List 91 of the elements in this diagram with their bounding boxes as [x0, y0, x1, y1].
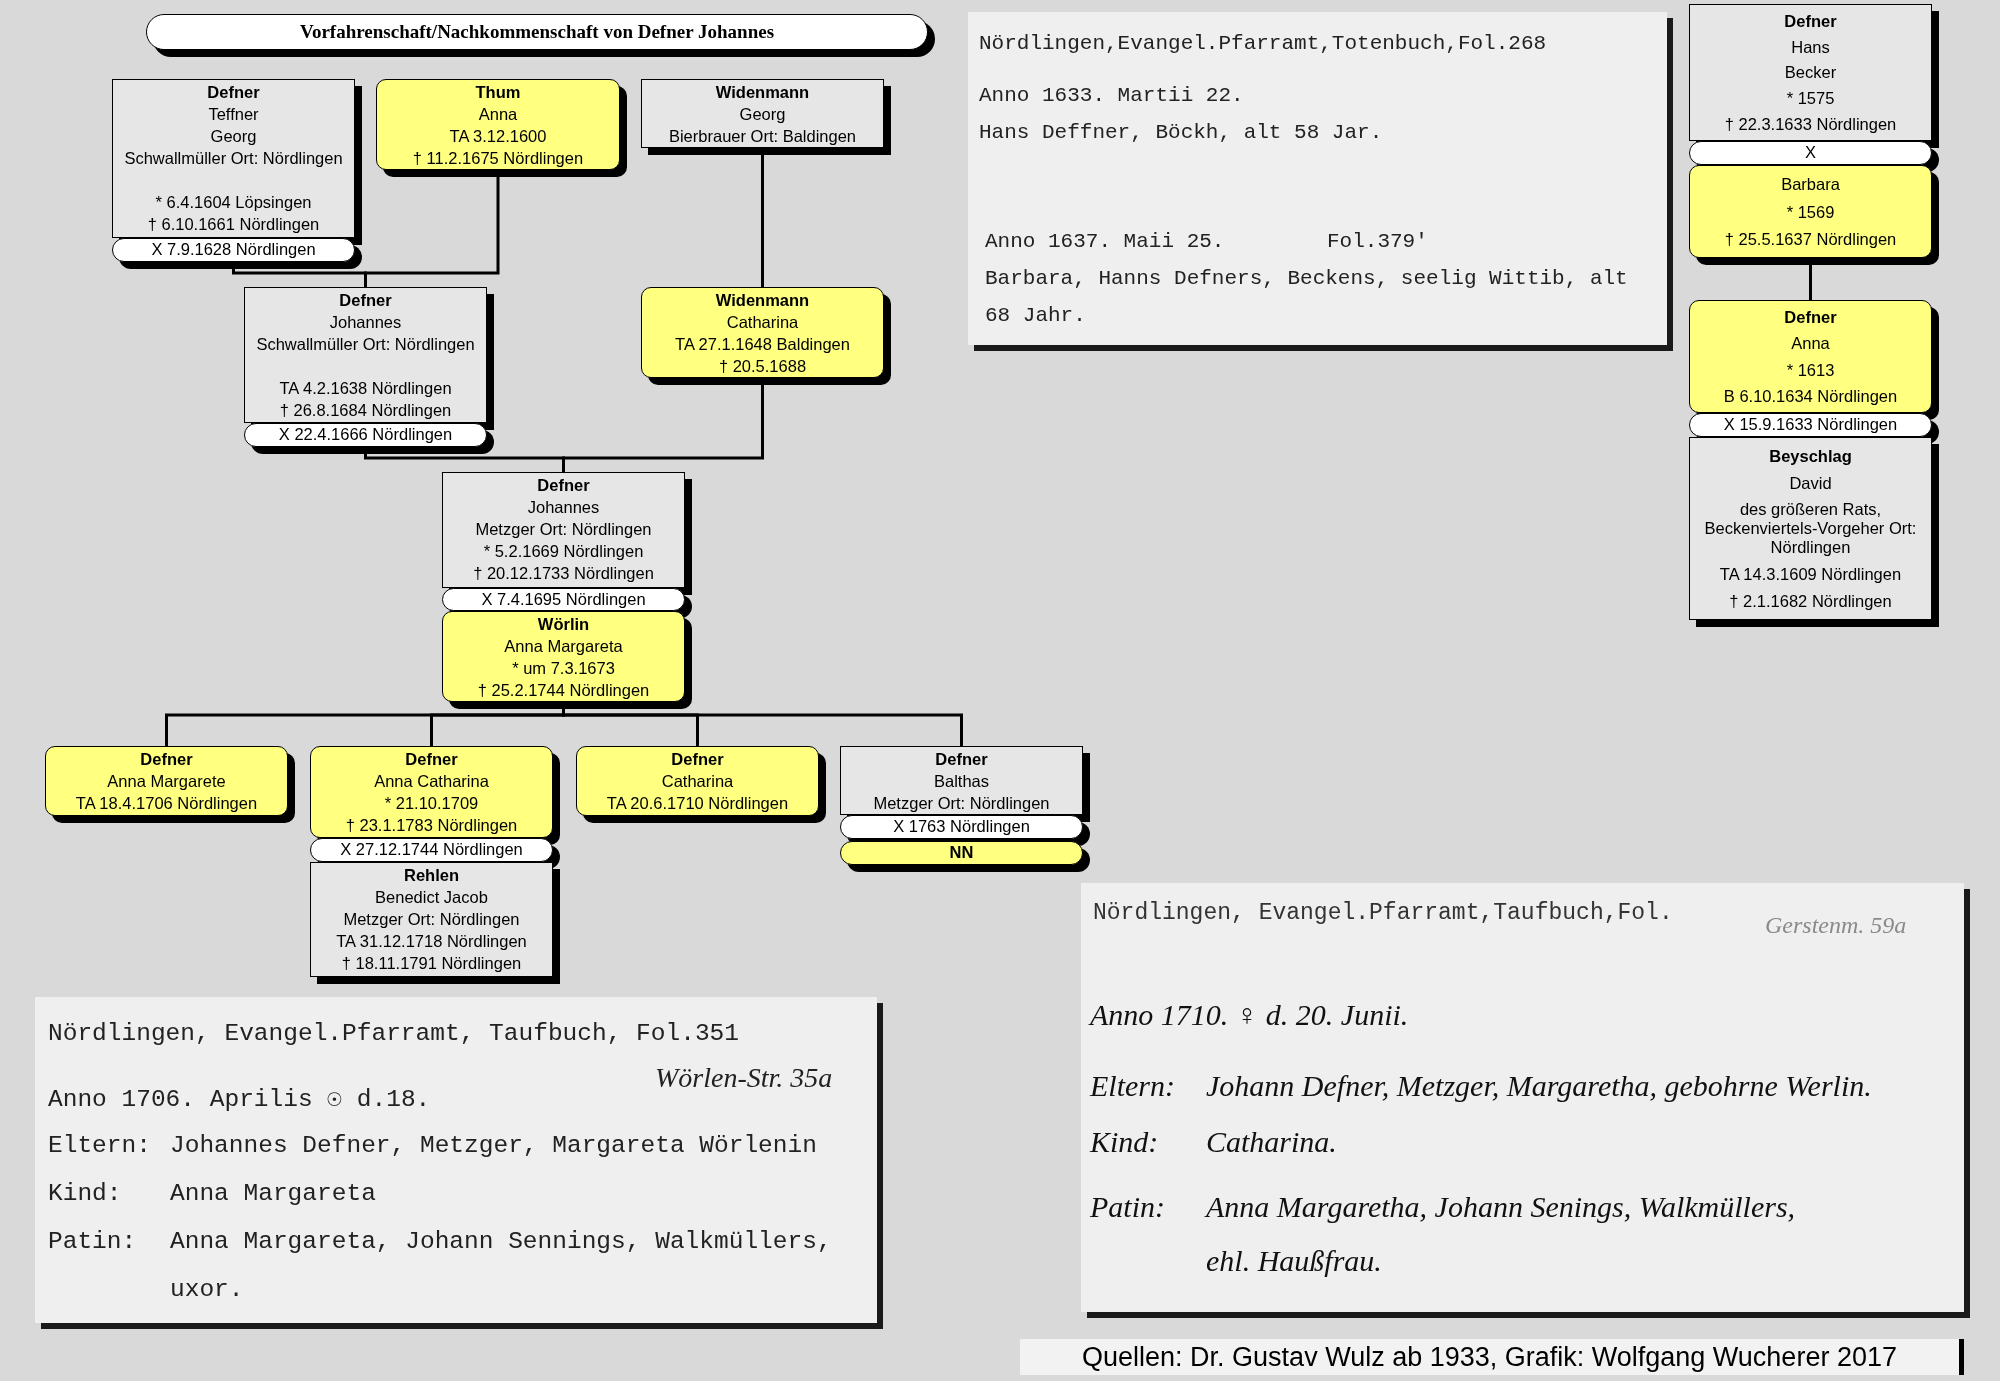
- baptism-date-text: TA 14.3.1609 Nördlingen: [1719, 563, 1902, 585]
- given-name-text: Anna: [478, 104, 518, 125]
- death-date-text: † 22.3.1633 Nördlingen: [1724, 114, 1897, 136]
- birth-date-text: * 1613: [1786, 359, 1835, 381]
- surname-text: Defner: [537, 475, 590, 496]
- birth-date-text: * um 7.3.1673: [512, 658, 615, 679]
- death-date-text: † 20.12.1733 Nördlingen: [473, 563, 654, 584]
- folio-text: Fol.379': [1327, 230, 1428, 254]
- death-date-text: † 25.2.1744 Nördlingen: [477, 680, 650, 701]
- death-date-text: † 23.1.1783 Nördlingen: [345, 815, 518, 836]
- birth-date-text: * 5.2.1669 Nördlingen: [483, 541, 644, 562]
- death-date-text: † 26.8.1684 Nördlingen: [279, 400, 452, 421]
- occupation-text: Bierbrauer Ort: Baldingen: [668, 126, 857, 147]
- birth-date-text: * 1569: [1786, 201, 1835, 223]
- given-name-text: Johannes: [527, 497, 600, 518]
- given-name-text: Barbara: [1781, 173, 1840, 195]
- surname-text: Defner: [405, 749, 458, 770]
- surname-text: Defner: [207, 82, 260, 103]
- field-label: Eltern:: [48, 1131, 151, 1161]
- baptism-date-text: TA 4.2.1638 Nördlingen: [279, 378, 452, 399]
- given-name-text: Catharina: [661, 771, 734, 792]
- death-date-text: † 25.5.1637 Nördlingen: [1724, 229, 1897, 251]
- entry-text: Anno 1637. Maii 25.: [985, 230, 1225, 254]
- entry-text: Hans Deffner, Böckh, alt 58 Jar.: [979, 121, 1383, 145]
- given-name-text: Johannes: [329, 312, 402, 333]
- handwritten-label: Patin:: [1090, 1189, 1165, 1225]
- given-name-text: Hans: [1791, 36, 1830, 58]
- field-value: Anna Margareta: [170, 1179, 376, 1209]
- surname-text: Widenmann: [715, 82, 810, 103]
- death-date-text: † 18.11.1791 Nördlingen: [341, 953, 522, 974]
- handwritten-text: Anna Margaretha, Johann Senings, Walkmüllers, ehl. Haußfrau.: [1206, 1189, 1797, 1279]
- record-heading: Nördlingen, Evangel.Pfarramt, Taufbuch, Fol.351: [48, 1019, 739, 1049]
- handwritten-label: Eltern:: [1090, 1068, 1175, 1104]
- given-name-text: Balthas: [933, 771, 989, 792]
- given-name-text: Anna Margarete: [107, 771, 226, 792]
- field-value: Anna Margareta, Johann Sennings, Walkmüllers, uxor.: [170, 1227, 833, 1305]
- baptism-date-text: TA 3.12.1600: [449, 126, 547, 147]
- surname-text: Defner: [935, 749, 988, 770]
- record-heading: Nördlingen,Evangel.Pfarramt,Totenbuch,Fol.268: [979, 32, 1547, 56]
- baptism-date-text: TA 27.1.1648 Baldingen: [675, 334, 850, 355]
- surname-text: Widenmann: [715, 290, 810, 311]
- death-date-text: † 20.5.1688: [718, 356, 807, 377]
- given-name-text: Anna Margareta: [504, 636, 623, 657]
- given-name-text: Anna: [1791, 333, 1830, 355]
- handwritten-note: Gerstenm. 59a: [1765, 911, 1907, 939]
- handwritten-label: Kind:: [1090, 1124, 1159, 1160]
- surname-text: Rehlen: [404, 865, 459, 886]
- surname-text: Defner: [1784, 10, 1837, 32]
- baptism-date-text: TA 31.12.1718 Nördlingen: [336, 931, 527, 952]
- entry-text: Anno 1706. Aprilis ☉ d.18.: [48, 1085, 431, 1115]
- record-heading: Nördlingen, Evangel.Pfarramt,Taufbuch,Fol.: [1093, 899, 1673, 927]
- surname-text: Thum: [475, 82, 521, 103]
- surname-text: Wörlin: [537, 614, 590, 635]
- entry-text: Anno 1633. Martii 22.: [979, 84, 1244, 108]
- given-name-text: Georg: [739, 104, 786, 125]
- surname-text: Beyschlag: [1769, 445, 1852, 467]
- given-name-text: David: [1789, 473, 1832, 495]
- given-name-text: Benedict Jacob: [375, 887, 488, 908]
- surname-text: Defner: [1784, 307, 1837, 329]
- field-label: Kind:: [48, 1179, 122, 1209]
- given-name-text: Anna Catharina: [374, 771, 489, 792]
- baptism-date-text: TA 18.4.1706 Nördlingen: [75, 793, 258, 814]
- source-caption: Quellen: Dr. Gustav Wulz ab 1933, Grafik: Wolfgang Wucherer 2017: [1020, 1339, 1964, 1375]
- occupation-text: des größeren Rats, Beckenviertels-Vorgeher Ort: Nördlingen: [1703, 499, 1918, 557]
- handwritten-text: Johann Defner, Metzger, Margaretha, gebohrne Werlin.: [1206, 1068, 1873, 1104]
- given-name-text: Catharina: [726, 312, 799, 333]
- entry-text: Barbara, Hanns Defners, Beckens, seelig Wittib, alt 68 Jahr.: [985, 266, 1629, 329]
- occupation-text: Schwallmüller Ort: Nördlingen: [256, 334, 475, 355]
- surname-text: Defner: [671, 749, 724, 770]
- surname-text: Defner: [339, 290, 392, 311]
- death-date-text: † 2.1.1682 Nördlingen: [1729, 591, 1892, 613]
- field-value: Johannes Defner, Metzger, Margareta Wörlenin: [170, 1131, 817, 1161]
- handwritten-text: Anno 1710. ♀ d. 20. Junii.: [1090, 997, 1409, 1033]
- occupation-text: Metzger Ort: Nördlingen: [873, 793, 1050, 814]
- baptism-date-text: TA 20.6.1710 Nördlingen: [606, 793, 789, 814]
- occupation-text: Metzger Ort: Nördlingen: [475, 519, 652, 540]
- handwritten-note: Wörlen-Str. 35a: [655, 1061, 833, 1095]
- name-variant-text: Teffner: [208, 104, 259, 125]
- death-date-text: † 11.2.1675 Nördlingen: [412, 148, 584, 169]
- birth-date-text: * 6.4.1604 Löpsingen: [155, 192, 312, 213]
- birth-date-text: * 1575: [1786, 88, 1835, 110]
- surname-text: Defner: [140, 749, 193, 770]
- occupation-text: Metzger Ort: Nördlingen: [343, 909, 520, 930]
- field-label: Patin:: [48, 1227, 137, 1257]
- birth-date-text: * 21.10.1709: [384, 793, 479, 814]
- death-date-text: † 6.10.1661 Nördlingen: [147, 214, 320, 235]
- burial-date-text: B 6.10.1634 Nördlingen: [1723, 385, 1898, 407]
- given-name-text: Georg: [210, 126, 257, 147]
- occupation-text: Schwallmüller Ort: Nördlingen: [124, 148, 343, 169]
- occupation-text: Becker: [1784, 62, 1837, 84]
- handwritten-text: Catharina.: [1206, 1124, 1338, 1160]
